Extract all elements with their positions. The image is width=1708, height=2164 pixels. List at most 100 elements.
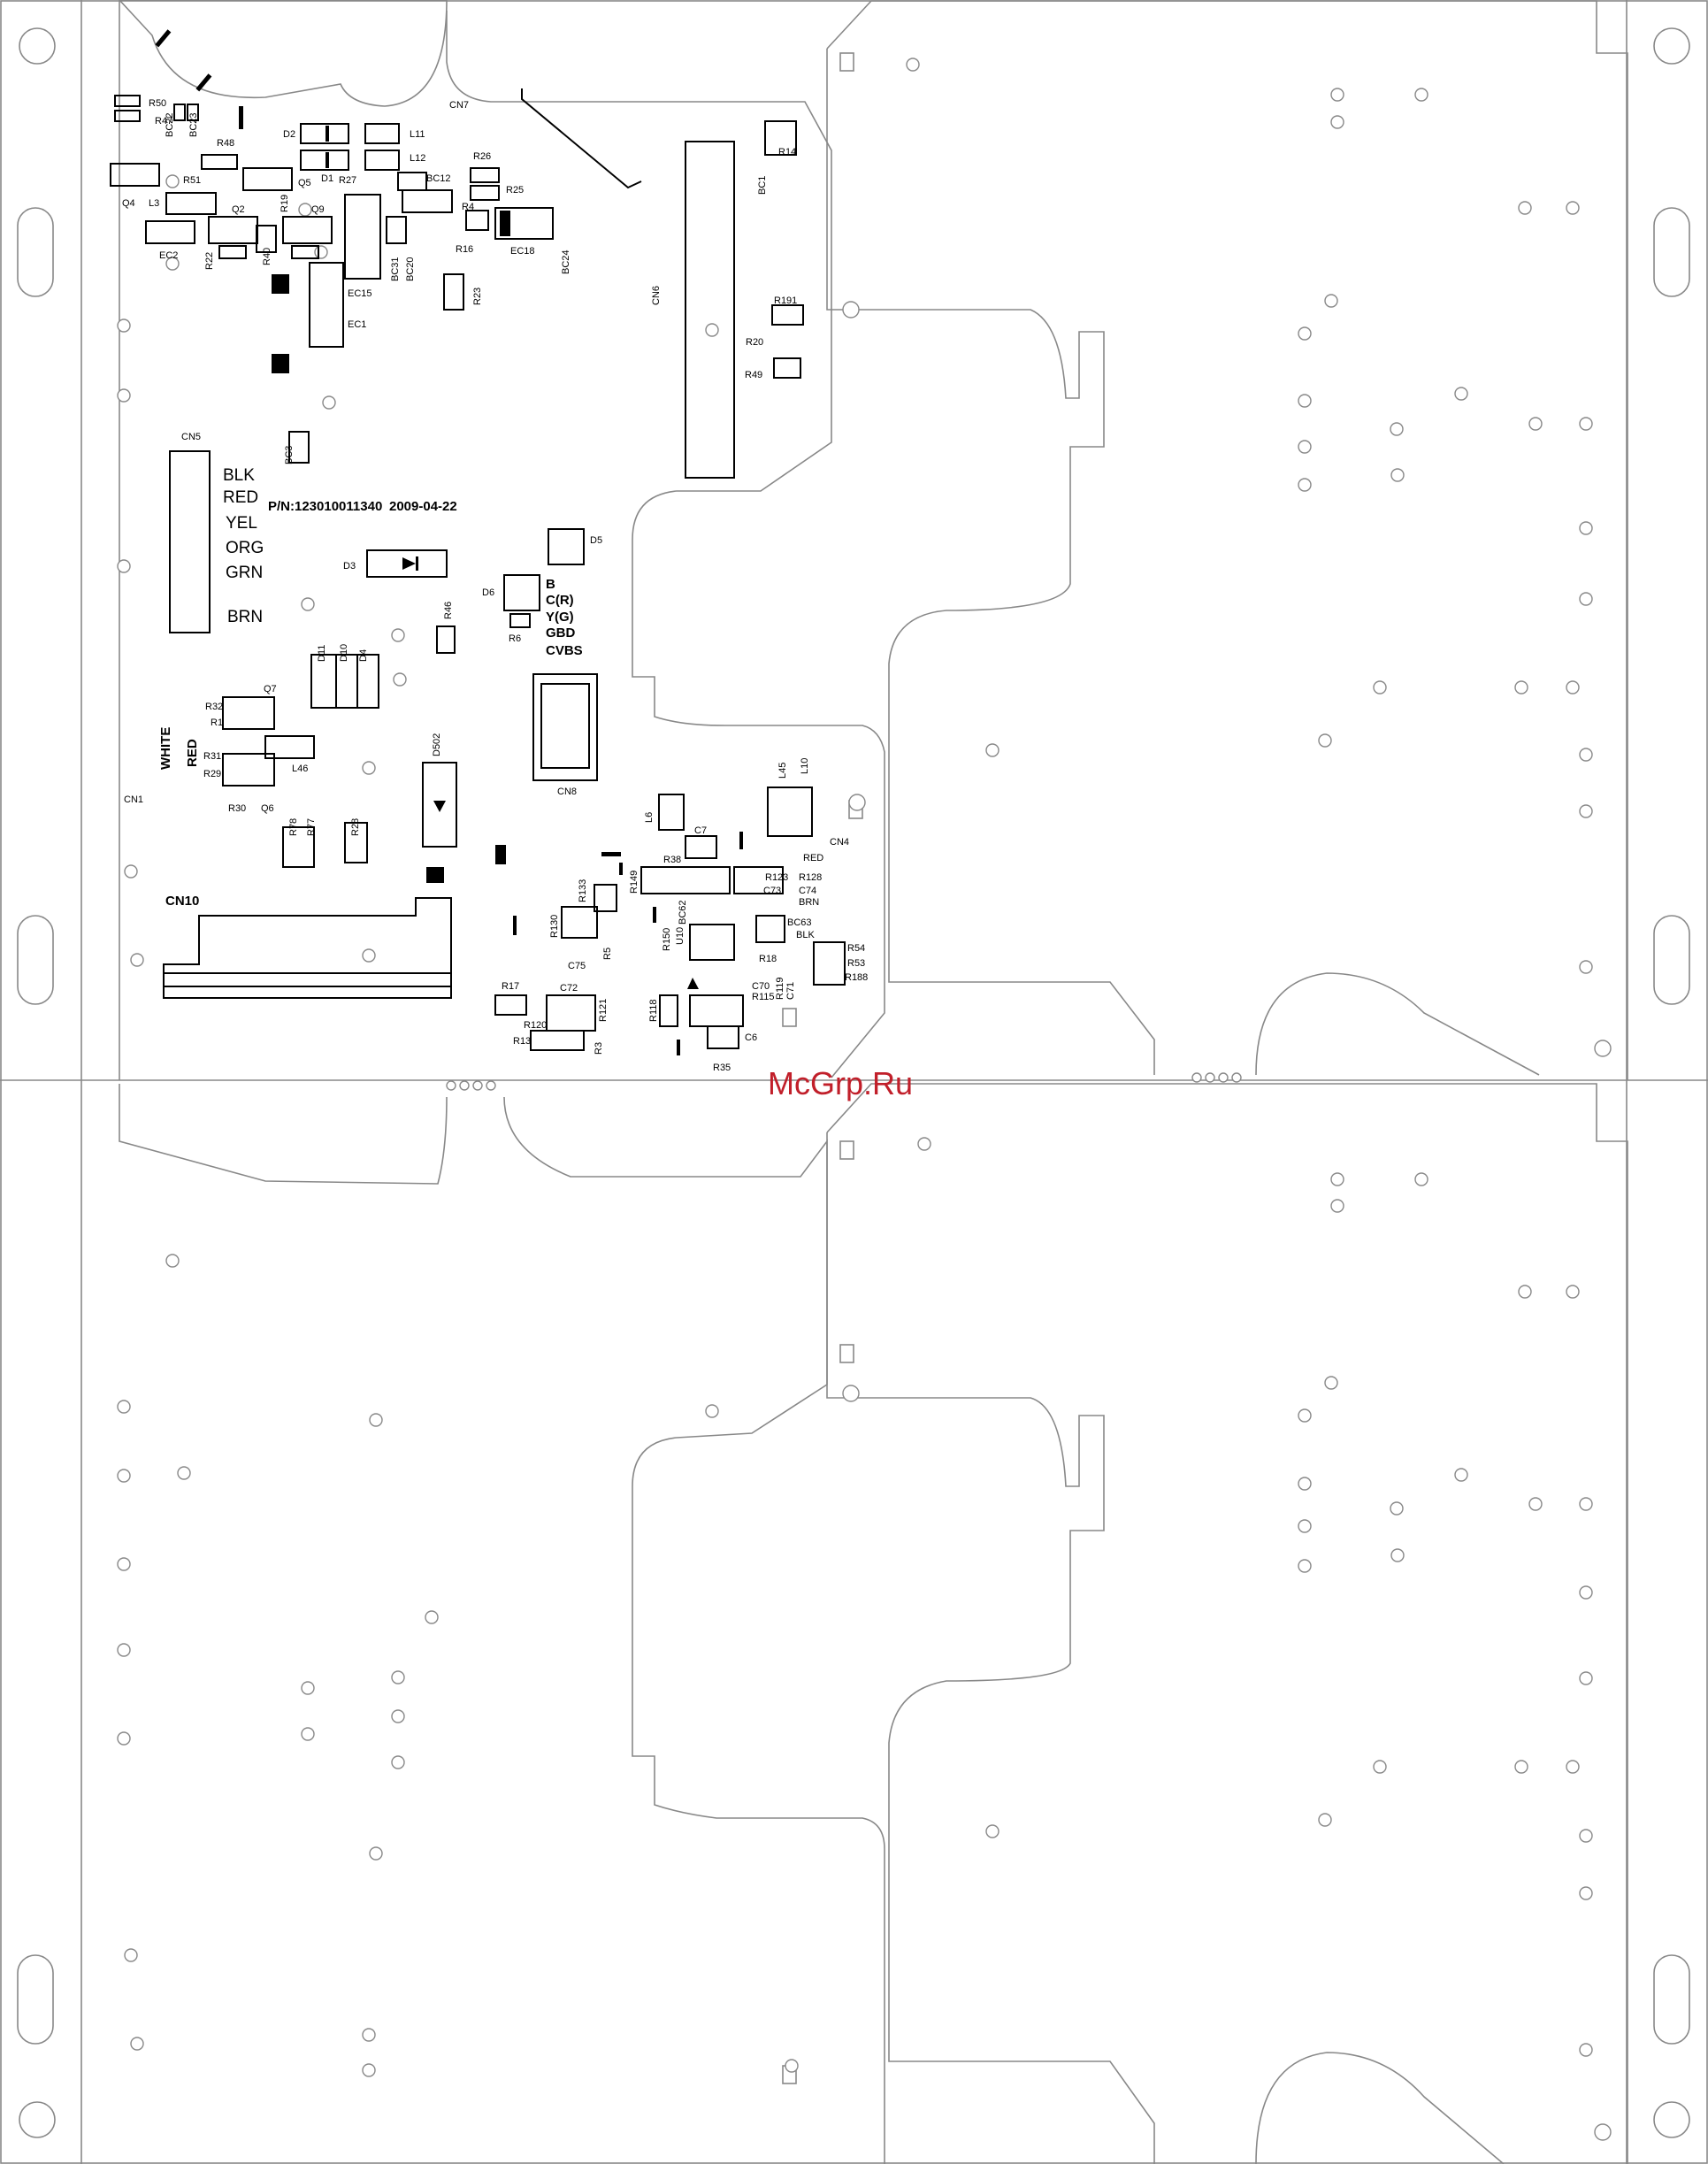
label-ec2: EC2 (159, 250, 178, 261)
video-b: B (546, 577, 555, 592)
label-d6: D6 (482, 587, 494, 598)
label-r119: R119 (775, 978, 785, 1000)
label-r19: R19 (280, 195, 290, 212)
side-red: RED (185, 739, 200, 767)
label-l11: L11 (410, 129, 425, 140)
label-r4: R4 (462, 202, 474, 212)
label-bc12: BC12 (426, 173, 451, 184)
label-r118: R118 (648, 1000, 659, 1022)
label-q7: Q7 (264, 684, 277, 694)
label-cn8: CN8 (557, 787, 577, 797)
label-u10: U10 (675, 927, 685, 945)
label-bc1: BC1 (757, 176, 768, 195)
label-r16: R16 (456, 244, 473, 255)
label-d10: D10 (339, 644, 349, 662)
label-q4: Q4 (122, 198, 135, 209)
wire-org: ORG (226, 539, 264, 557)
label-ec15: EC15 (348, 288, 372, 299)
label-r18: R18 (759, 954, 777, 964)
component-footprints (110, 29, 846, 1055)
label-r35: R35 (713, 1063, 731, 1073)
label-r115: R115 (752, 992, 774, 1002)
label-r22: R22 (204, 252, 215, 270)
label-r27: R27 (339, 175, 356, 186)
wire-brn: BRN (227, 608, 263, 626)
label-c7: C7 (694, 825, 707, 836)
label-r31: R31 (203, 751, 221, 762)
label-d5: D5 (590, 535, 602, 546)
label-bc31: BC31 (390, 257, 401, 281)
label-q5: Q5 (298, 178, 311, 188)
video-cr: C(R) (546, 593, 574, 608)
watermark: McGrp.Ru (768, 1065, 913, 1101)
label-r5: R5 (602, 948, 613, 960)
label-c73: C73 (763, 886, 781, 896)
label-r149: R149 (629, 871, 640, 894)
label-r23: R23 (472, 288, 483, 305)
label-r17: R17 (502, 981, 519, 992)
label-d3: D3 (343, 561, 356, 572)
video-cvbs: CVBS (546, 643, 583, 658)
label-ec18: EC18 (510, 246, 535, 257)
label-c6: C6 (745, 1032, 757, 1043)
label-r128: R128 (799, 872, 822, 883)
label-bc23: BC23 (188, 112, 199, 137)
video-yg: Y(G) (546, 610, 574, 625)
label-r123: R123 (765, 872, 788, 883)
label-r188: R188 (845, 972, 868, 983)
label-c70: C70 (752, 981, 770, 992)
label-d11: D11 (317, 645, 327, 662)
date-code: 2009-04-22 (389, 499, 457, 514)
label-r25: R25 (506, 185, 524, 196)
label-cn1: CN1 (124, 794, 143, 805)
label-r150: R150 (662, 928, 672, 951)
label-r13: R13 (513, 1036, 531, 1047)
label-c75: C75 (568, 961, 586, 971)
label-d502: D502 (432, 733, 442, 756)
label-r47: R47 (155, 116, 172, 127)
label-cn5: CN5 (181, 432, 201, 442)
wire-red: RED (223, 488, 258, 507)
label-cn7: CN7 (449, 100, 469, 111)
label-bc62: BC62 (678, 900, 688, 925)
label-r29: R29 (203, 769, 221, 779)
label-l10: L10 (800, 758, 810, 774)
side-white: WHITE (158, 727, 173, 770)
label-r78: R78 (288, 818, 299, 836)
label-l6: L6 (644, 812, 655, 823)
label-c71: C71 (785, 982, 796, 1000)
label-c72: C72 (560, 983, 578, 994)
label-l46: L46 (292, 764, 308, 774)
label-r40: R40 (262, 248, 272, 265)
reference-labels: R50 R47 BC22 BC23 R48 R51 Q4 L3 D2 D1 L1… (122, 98, 868, 1073)
label-r1: R1 (211, 717, 223, 728)
label-bc20: BC20 (405, 257, 416, 281)
label-r14: R14 (778, 147, 796, 157)
label-q2: Q2 (232, 204, 245, 215)
label-ec1: EC1 (348, 319, 366, 330)
label-r77: R77 (306, 818, 317, 836)
label-l45: L45 (777, 763, 788, 779)
part-number: P/N:123010011340 (268, 499, 382, 514)
label-r133: R133 (578, 879, 588, 902)
label-bc63: BC63 (787, 917, 812, 928)
label-r6: R6 (509, 633, 521, 644)
cn4-red: RED (803, 853, 823, 863)
label-r30: R30 (228, 803, 246, 814)
cn4-brn: BRN (799, 897, 819, 908)
wire-grn: GRN (226, 564, 263, 582)
label-r50: R50 (149, 98, 166, 109)
label-bc22: BC22 (165, 112, 175, 137)
label-l3: L3 (149, 198, 159, 209)
label-r51: R51 (183, 175, 201, 186)
label-r3: R3 (594, 1042, 604, 1055)
mounting-holes (117, 58, 1612, 2141)
wire-blk: BLK (223, 466, 255, 485)
cn4-blk: BLK (796, 930, 815, 940)
label-d2: D2 (283, 129, 295, 140)
label-r49: R49 (745, 370, 762, 380)
label-q9: Q9 (311, 204, 325, 215)
video-gbd: GBD (546, 625, 576, 641)
